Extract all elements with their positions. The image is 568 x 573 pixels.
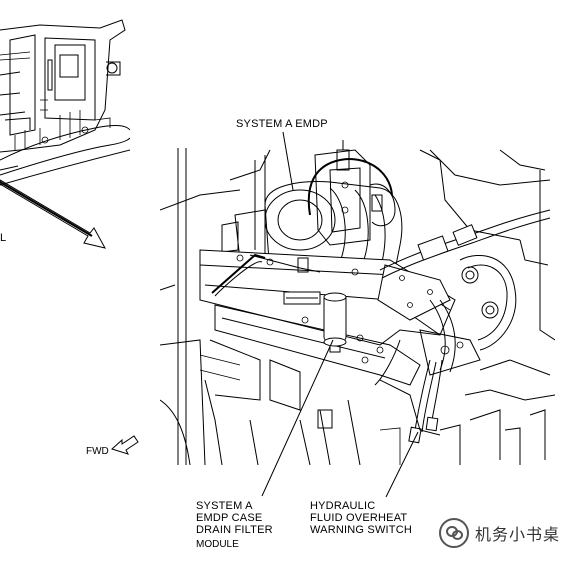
label-switch-line3: WARNING SWITCH [310, 524, 412, 536]
hydraulic-tubes [379, 209, 551, 376]
label-switch-line1: HYDRAULIC [310, 500, 375, 512]
watermark-text: 机务小书桌 [474, 525, 560, 544]
forward-indicator: FWD [86, 435, 139, 457]
watermark: 机务小书桌 [438, 518, 560, 548]
label-filter-line3: DRAIN FILTER [196, 524, 273, 536]
overview-inset [0, 19, 130, 186]
leader-switch [385, 431, 419, 498]
wiring-harness [374, 339, 443, 444]
rod [211, 253, 266, 294]
fwd-label: FWD [86, 446, 109, 457]
fwd-arrow-icon [111, 435, 139, 455]
cut-label: L [0, 232, 6, 244]
power-cable [307, 158, 393, 216]
label-filter-line4: MODULE [196, 539, 239, 550]
detail-view [160, 140, 555, 465]
label-filter-line2: EMDP CASE [196, 512, 262, 524]
mounting-plate [377, 264, 451, 321]
leader-filter [261, 339, 334, 497]
view-direction-arrow [0, 179, 106, 249]
wechat-icon [438, 518, 469, 548]
case-drain-filter [283, 291, 347, 353]
leader-emdp [282, 131, 294, 191]
upper-bracket [314, 140, 371, 246]
label-system-a-emdp: SYSTEM A EMDP [236, 118, 328, 130]
label-filter-line1: SYSTEM A [196, 500, 253, 512]
label-switch-line2: FLUID OVERHEAT [310, 512, 407, 524]
inset-edge [0, 165, 19, 171]
